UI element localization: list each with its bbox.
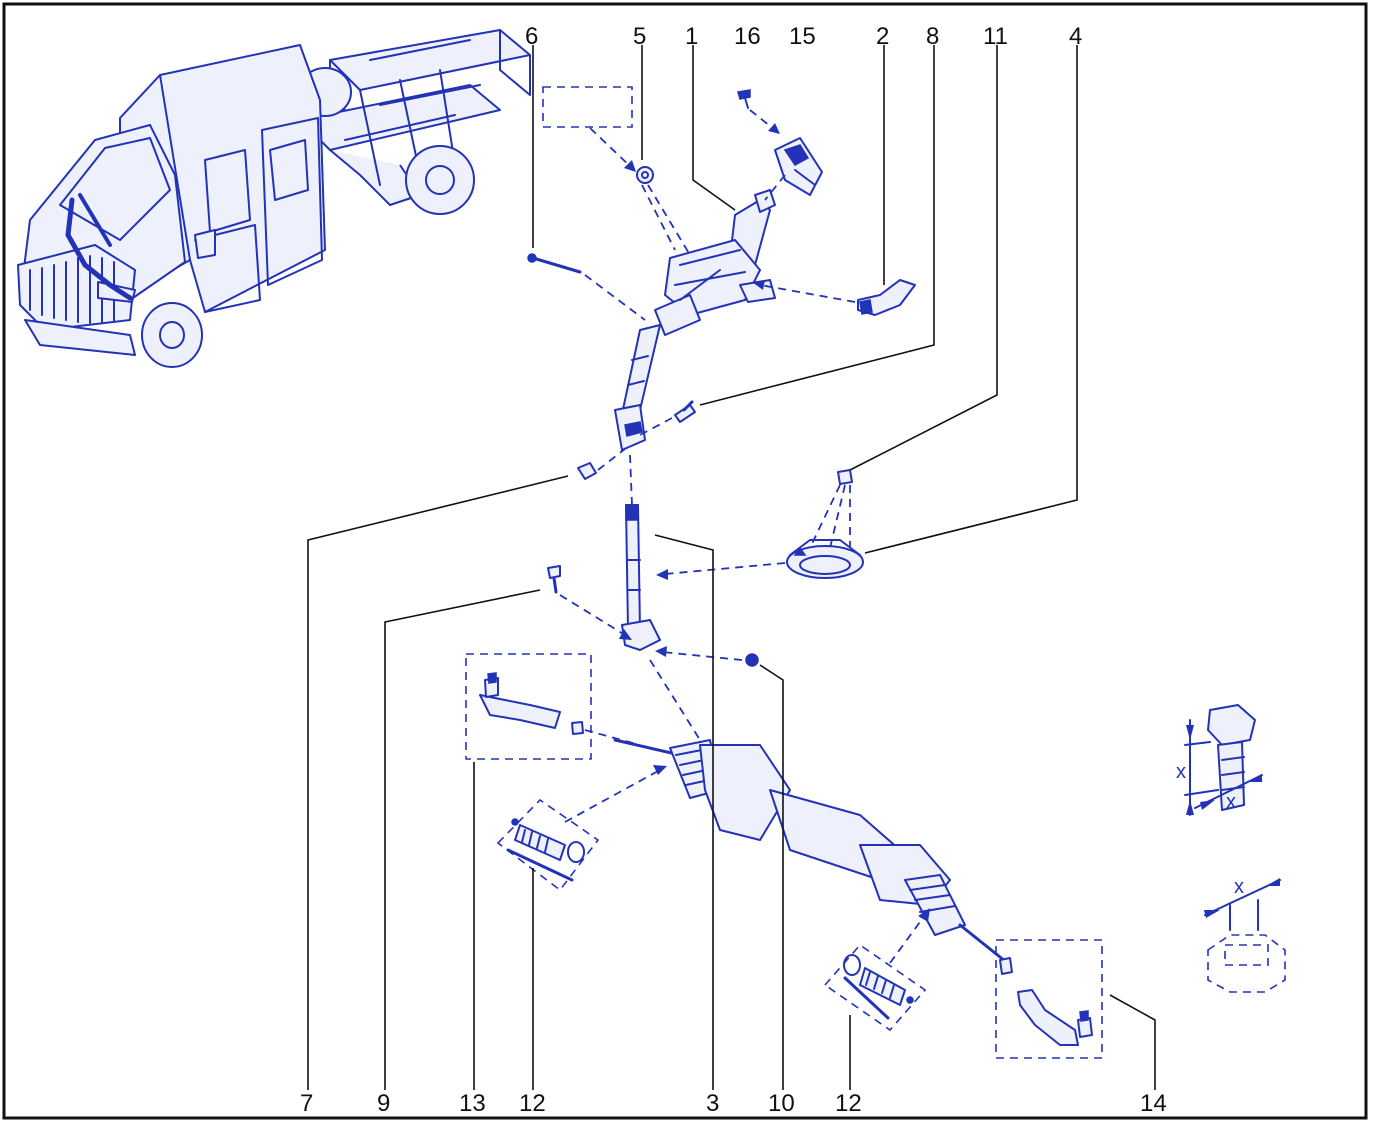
shaft-part-3 (621, 454, 661, 651)
callout-16: 16 (734, 23, 761, 50)
nut-part-10 (745, 653, 759, 667)
callout-6: 6 (525, 23, 538, 50)
tie-rod-end-part-13 (479, 672, 584, 735)
callout-12-right: 12 (835, 1090, 862, 1117)
callout-14: 14 (1140, 1090, 1167, 1117)
bolt-part-6 (527, 253, 582, 274)
callout-12-left: 12 (519, 1090, 546, 1117)
callout-10: 10 (768, 1090, 795, 1117)
screw-part-16 (737, 89, 751, 109)
leader-lines (307, 45, 1156, 1090)
lever-part-2 (857, 279, 916, 316)
callout-11: 11 (983, 23, 1008, 50)
nut-part-7 (577, 462, 597, 480)
callout-7: 7 (300, 1090, 313, 1117)
seal-boot-part-4 (786, 539, 864, 579)
callout-3: 3 (706, 1090, 719, 1117)
diagram-frame (2, 2, 1368, 1120)
svg-text:x: x (1176, 761, 1186, 783)
vehicle-chassis-cab-icon (17, 29, 531, 368)
nut-part-11 (837, 469, 853, 485)
callout-1: 1 (685, 23, 698, 50)
steering-rack-assembly (613, 738, 1013, 975)
callout-2: 2 (876, 23, 889, 50)
callout-8: 8 (926, 23, 939, 50)
callout-5: 5 (633, 23, 646, 50)
svg-text:x: x (1234, 876, 1244, 898)
detail-box-part-14 (995, 939, 1103, 1059)
boot-kit-part-12-right (823, 943, 927, 1032)
cover-part-15 (774, 137, 823, 196)
nut-dimension-icon: x (1204, 876, 1286, 993)
callout-15: 15 (789, 23, 816, 50)
washer-part-5 (636, 166, 654, 184)
callout-4: 4 (1069, 23, 1082, 50)
callouts-bottom: 7 9 13 12 3 10 12 14 (300, 1090, 1167, 1117)
bolt-dimension-icon: x x (1176, 704, 1263, 816)
callouts-top: 6 5 1 16 15 2 8 11 4 (525, 23, 1082, 50)
callout-9: 9 (377, 1090, 390, 1117)
callout-13: 13 (459, 1090, 486, 1117)
bolt-part-9 (547, 565, 561, 594)
reference-dashed-box (542, 86, 633, 128)
detail-box-part-13 (465, 653, 592, 760)
boot-kit-part-12-left (496, 798, 600, 892)
svg-text:x: x (1226, 791, 1236, 813)
bolt-part-8 (674, 400, 696, 423)
tie-rod-end-part-14 (1017, 989, 1093, 1046)
